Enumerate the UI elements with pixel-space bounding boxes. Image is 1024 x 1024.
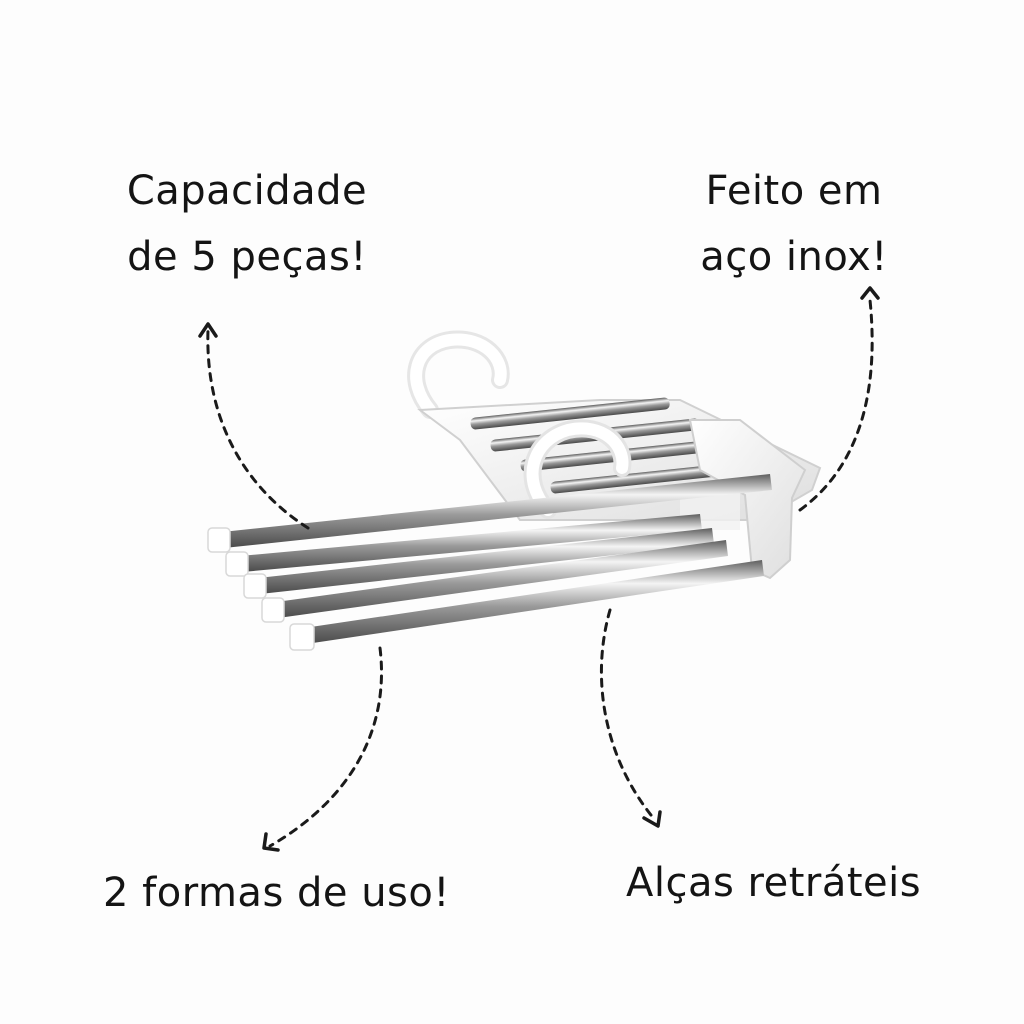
stainless-label: Feito em aço inox!	[694, 158, 894, 290]
stainless-label-line-1: Feito em	[705, 168, 883, 214]
arrow-handles	[600, 608, 662, 828]
rod-2	[225, 514, 702, 577]
stainless-label-line-2: aço inox!	[700, 234, 888, 280]
front-hook	[523, 419, 632, 519]
arrow-stainless	[798, 286, 880, 512]
capacity-label-line-1: Capacidade	[126, 168, 368, 214]
arrow-usage	[262, 646, 383, 852]
rod-1	[207, 474, 772, 553]
back-hook	[407, 330, 510, 419]
handles-label: Alças retráteis	[626, 860, 922, 906]
rod-5	[289, 560, 764, 651]
back-rod	[470, 397, 670, 430]
rod-3	[243, 528, 714, 599]
front-rods	[207, 474, 772, 651]
arrow-capacity	[198, 322, 310, 530]
capacity-label: Capacidade de 5 peças!	[124, 158, 370, 290]
rod-4	[261, 540, 728, 623]
capacity-label-line-2: de 5 peças!	[127, 234, 367, 280]
usage-label: 2 formas de uso!	[103, 870, 450, 916]
